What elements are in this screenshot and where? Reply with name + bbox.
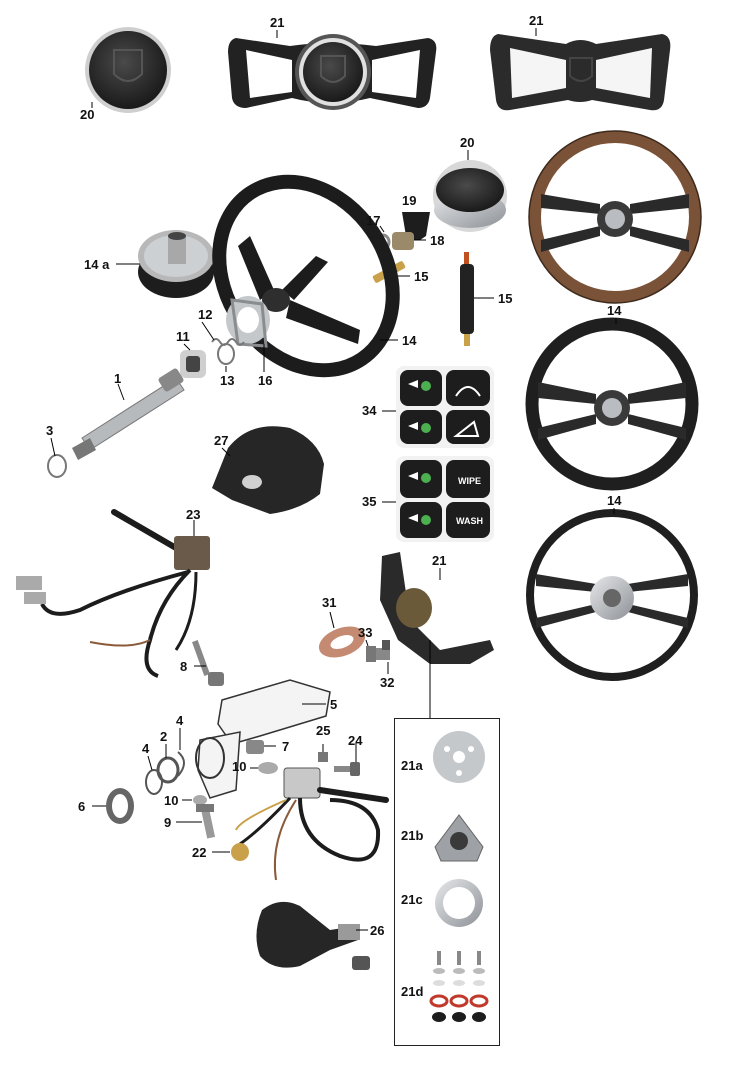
callout-21-top-middle: 21 [270, 15, 285, 30]
spoke-pad-21-top-right [490, 34, 671, 111]
bolt-7 [246, 740, 264, 754]
callout-13: 13 [220, 373, 235, 388]
spoke-cover-21-top-middle [228, 34, 437, 110]
inset-parts [429, 731, 489, 1022]
inset-box-21: 21a 21b 21c 21d [394, 718, 500, 1046]
callout-26: 26 [370, 923, 385, 938]
column-housing-5 [195, 679, 331, 799]
callout-27: 27 [214, 433, 229, 448]
bolt-32 [376, 640, 390, 660]
turn-signal-switch-23 [16, 509, 210, 678]
callout-35: 35 [362, 494, 377, 509]
washer-10-right [258, 762, 278, 774]
wiper-switch-22 [231, 767, 389, 881]
callout-15-rod: 15 [498, 291, 513, 306]
spring-12 [211, 338, 245, 346]
callout-34: 34 [362, 403, 377, 418]
switch-buttons-34 [396, 366, 494, 448]
inset-label-21c: 21c [401, 892, 423, 907]
callout-4-right: 4 [176, 713, 184, 728]
button-wash-label: WASH [456, 516, 483, 526]
callout-14-main: 14 [402, 333, 417, 348]
callout-20-mid: 20 [460, 135, 475, 150]
contact-rod-15 [460, 252, 474, 346]
callout-22: 22 [192, 845, 207, 860]
inset-label-21d: 21d [401, 984, 424, 999]
steering-wheel-14-main [212, 174, 400, 378]
column-cover-27 [212, 426, 324, 514]
nut-25 [318, 752, 328, 762]
callout-18: 18 [430, 233, 445, 248]
callout-14-right-a: 14 [607, 303, 622, 318]
callout-33: 33 [358, 625, 373, 640]
callout-21-mid: 21 [432, 553, 447, 568]
button-wipe-label: WIPE [458, 476, 482, 486]
callout-15-pin: 15 [414, 269, 429, 284]
steering-wheel-black-b [526, 509, 698, 681]
callout-10-right: 10 [232, 759, 247, 774]
callout-9: 9 [164, 815, 172, 830]
bolt-9 [196, 804, 216, 839]
callout-6: 6 [78, 799, 86, 814]
callout-2: 2 [160, 729, 168, 744]
steering-hub-14a [138, 230, 214, 298]
callout-7: 7 [282, 739, 290, 754]
callout-17: 17 [366, 213, 381, 228]
switch-buttons-35 [396, 456, 494, 542]
callout-4-left: 4 [142, 741, 150, 756]
screw-26 [352, 956, 370, 970]
bush-6 [106, 788, 134, 824]
callout-19: 19 [402, 193, 417, 208]
callout-12: 12 [198, 307, 213, 322]
callout-25: 25 [316, 723, 331, 738]
plate-21b [434, 814, 484, 862]
bolt-8 [192, 640, 224, 686]
callout-24: 24 [348, 733, 363, 748]
gasket-31 [318, 626, 366, 658]
callout-14-right-b: 14 [607, 493, 622, 508]
callout-32: 32 [380, 675, 395, 690]
bolt-24 [334, 762, 360, 776]
bearing-11 [180, 350, 206, 378]
plate-21a [433, 731, 485, 783]
circlip-4-right [177, 751, 185, 777]
inset-label-21b: 21b [401, 828, 424, 843]
spoke-cover-21-carbon [380, 552, 494, 664]
steering-wheel-black-a [525, 317, 699, 491]
steering-shaft-1 [72, 368, 185, 460]
ring-21c [435, 879, 483, 927]
steering-wheel-wood [528, 130, 702, 304]
callout-1: 1 [114, 371, 122, 386]
callout-11: 11 [176, 329, 190, 344]
screw-33 [366, 646, 376, 662]
circlip-3 [47, 454, 67, 478]
callout-14a: 14 a [84, 257, 110, 272]
callout-31: 31 [322, 595, 337, 610]
horn-button-20-mid [433, 160, 507, 232]
callout-3: 3 [46, 423, 54, 438]
callout-20-top: 20 [80, 107, 95, 122]
horn-button-20-top [85, 27, 171, 113]
callout-23: 23 [186, 507, 201, 522]
callout-16: 16 [258, 373, 273, 388]
bracket-plate-16 [226, 296, 270, 348]
washer-10-left [193, 795, 207, 805]
circlip-4-left [145, 769, 163, 795]
snap-ring-13 [217, 343, 235, 365]
callout-21-top-right: 21 [529, 13, 544, 28]
nut-18 [392, 232, 414, 250]
callout-10-left: 10 [164, 793, 179, 808]
callout-8: 8 [180, 659, 188, 674]
callout-5: 5 [330, 697, 338, 712]
inset-label-21a: 21a [401, 758, 423, 773]
lower-cover-26 [256, 901, 360, 968]
ring-2 [156, 756, 180, 784]
hardware-21d [429, 951, 489, 1022]
